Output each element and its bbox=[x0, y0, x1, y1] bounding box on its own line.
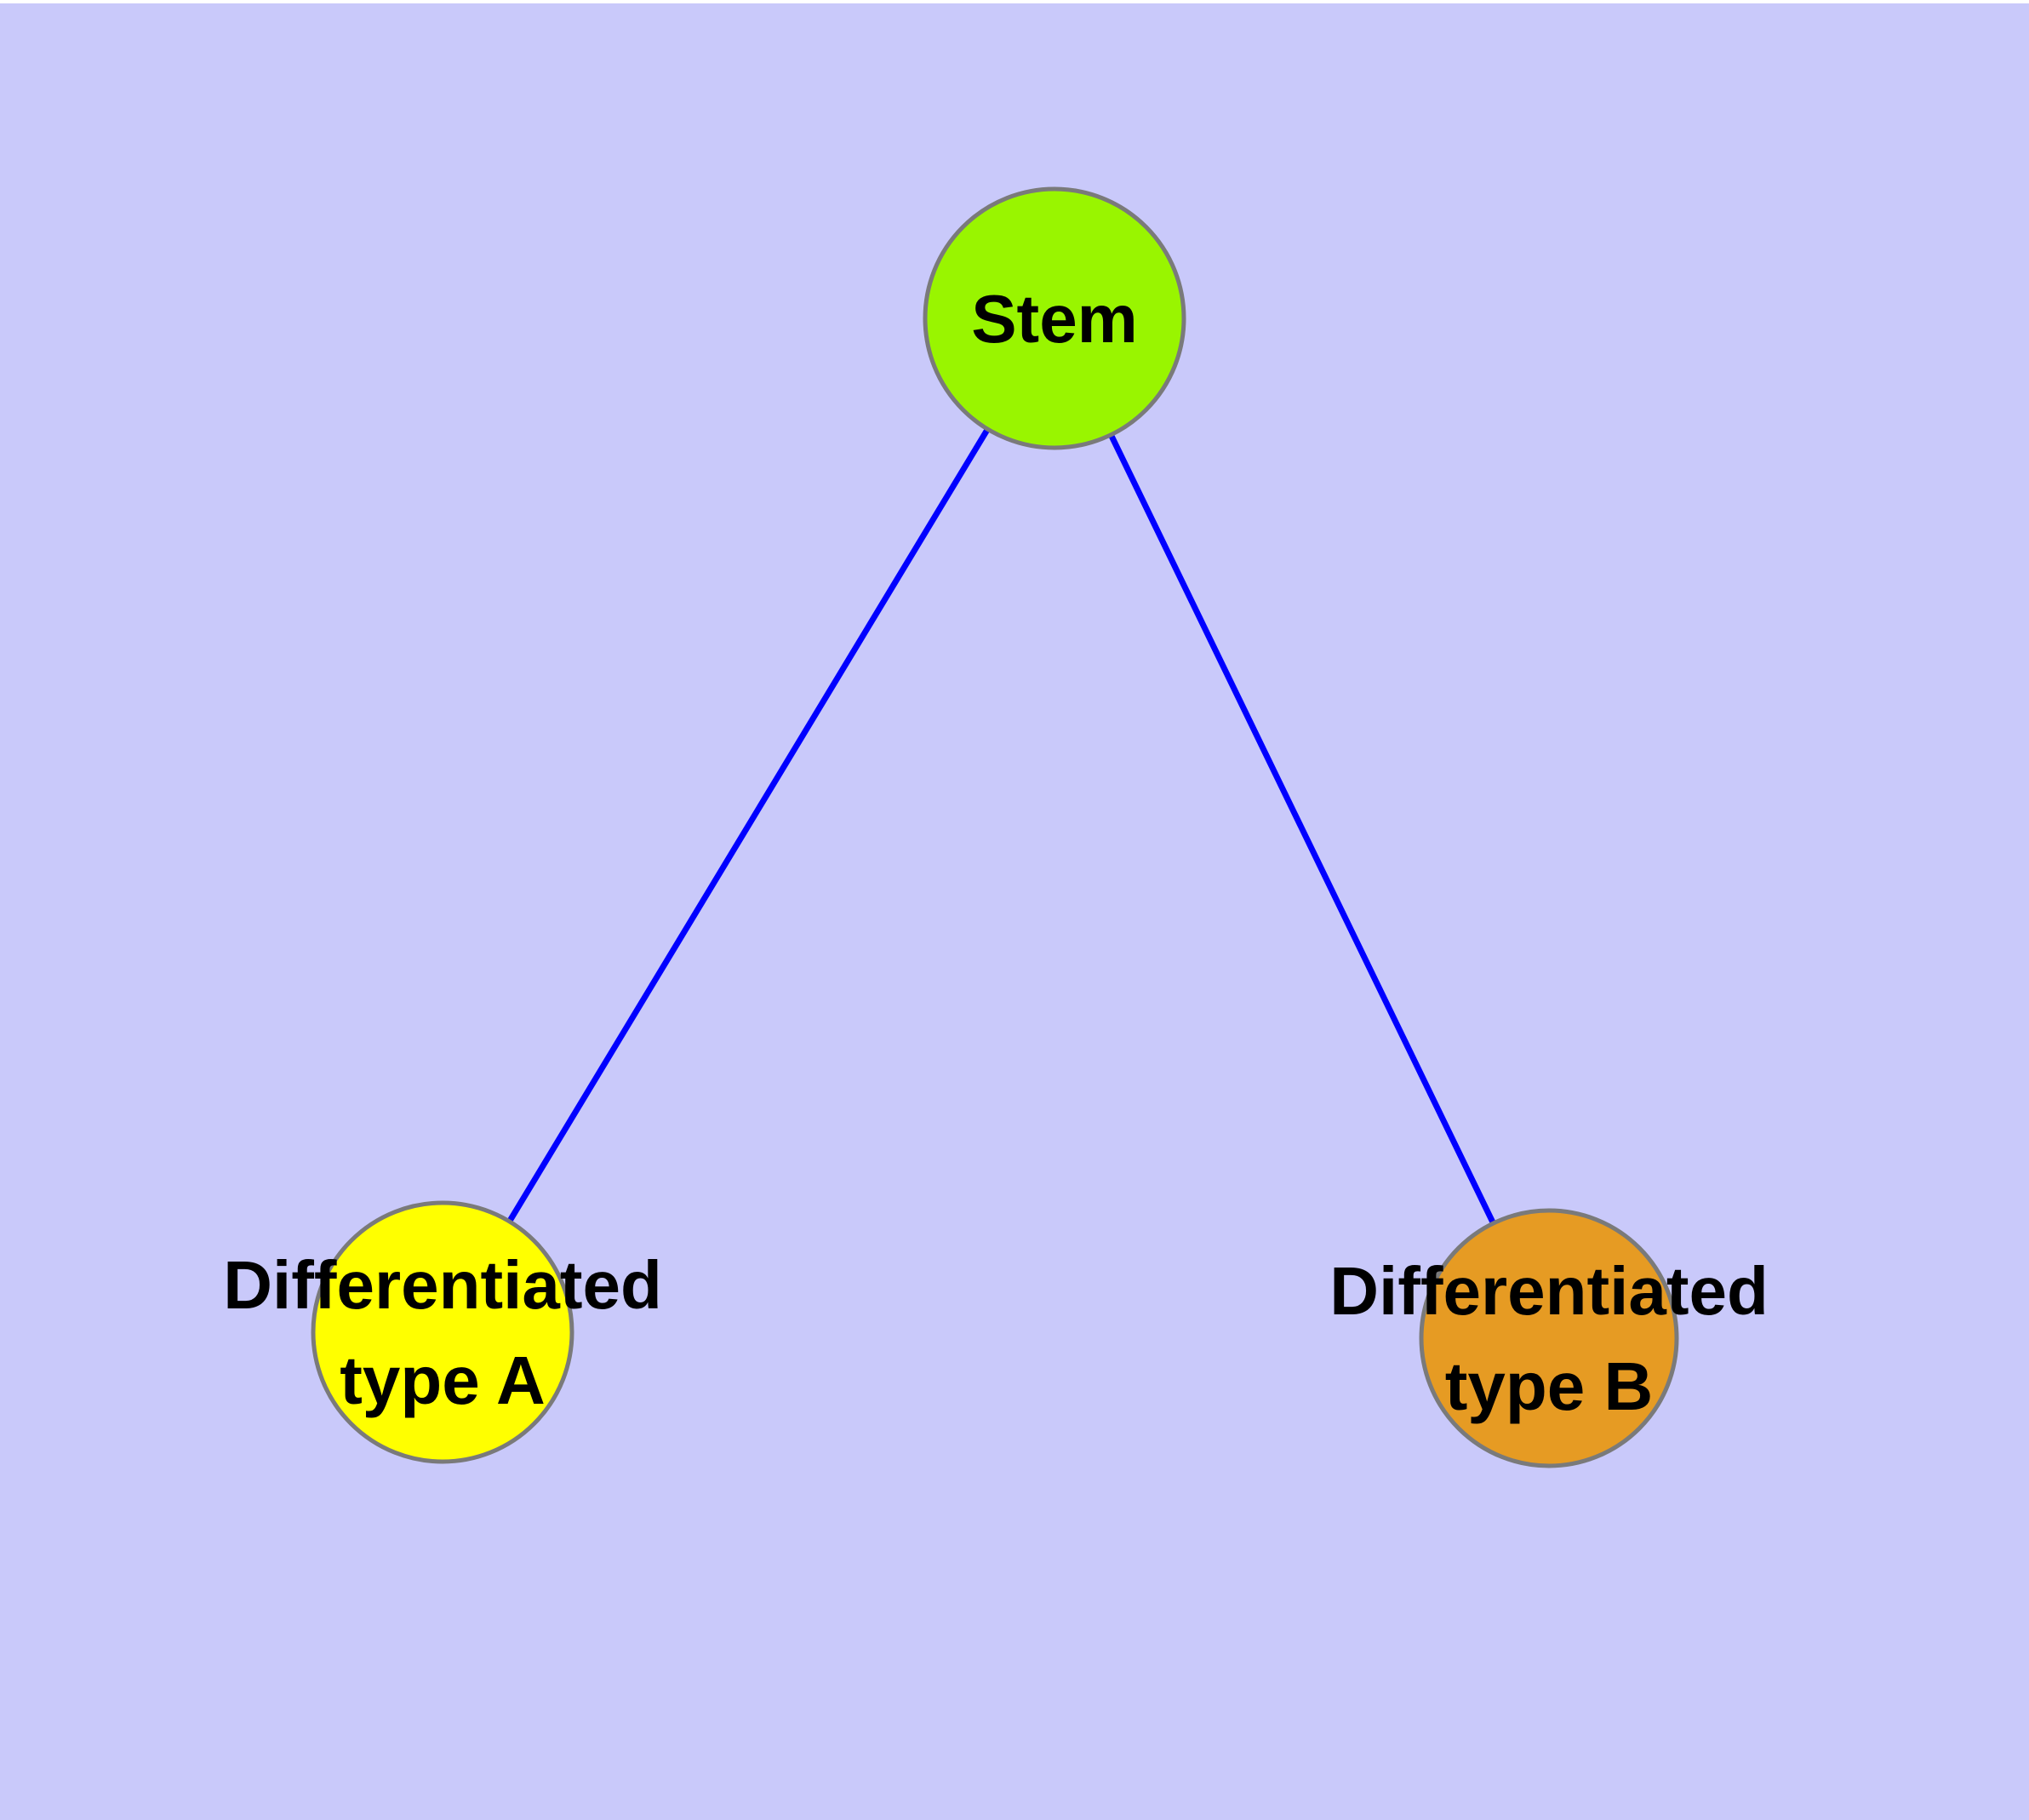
node-diff-b-label: Differentiated type B bbox=[1329, 1253, 1769, 1424]
node-stem-label-line-1: Stem bbox=[971, 281, 1138, 357]
node-diff-b-label-line-1: Differentiated bbox=[1329, 1253, 1769, 1329]
node-diff-a-circle bbox=[311, 1200, 574, 1464]
node-diff-a-label-line-2: type A bbox=[340, 1342, 546, 1418]
node-stem-label: Stem bbox=[971, 281, 1138, 357]
edge-stem-diff-b bbox=[1051, 317, 1552, 1340]
node-stem-circle bbox=[923, 186, 1186, 450]
node-diff-a-label-line-1: Differentiated bbox=[223, 1247, 662, 1323]
nodes-layer bbox=[311, 186, 1679, 1468]
edge-stem-diff-a bbox=[440, 317, 1057, 1334]
edges-layer bbox=[440, 317, 1552, 1340]
node-diff-b-label-line-2: type B bbox=[1445, 1348, 1654, 1424]
node-diff-b-circle bbox=[1419, 1208, 1679, 1468]
node-diff-a-label: Differentiated type A bbox=[223, 1247, 662, 1418]
